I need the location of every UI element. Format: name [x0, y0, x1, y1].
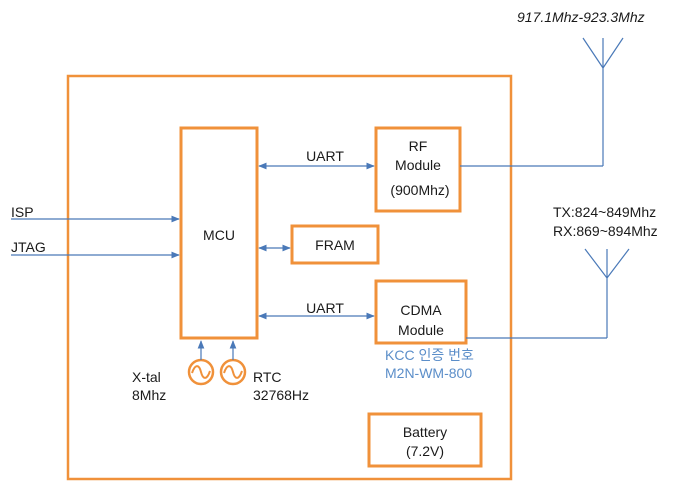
rf-module-line3: (900Mhz) [390, 182, 449, 198]
rf-module-block [374, 126, 462, 213]
fram-block [290, 224, 380, 265]
fram-label: FRAM [315, 237, 355, 253]
rtc-oscillator-icon [219, 340, 247, 386]
battery-block [367, 412, 483, 468]
rf-module-line1: RF [409, 138, 428, 154]
jtag-label: JTAG [11, 239, 46, 255]
cdma-module-line2: Module [398, 322, 444, 338]
uart-label-cdma: UART [306, 300, 344, 316]
isp-label: ISP [11, 204, 34, 220]
kcc-cert-label: KCC 인증 번호 [385, 347, 474, 363]
uart-label-rf: UART [306, 148, 344, 164]
battery-label: Battery [403, 424, 447, 440]
kcc-cert-number: M2N-WM-800 [385, 365, 472, 381]
rf-antenna-icon [582, 37, 624, 166]
rtc-frequency: 32768Hz [253, 387, 309, 403]
rf-module-line2: Module [395, 157, 441, 173]
cdma-antenna-icon [584, 248, 630, 338]
mcu-block [179, 126, 259, 340]
cdma-module-block [374, 279, 468, 345]
tx-band-label: TX:824~849Mhz [553, 204, 656, 220]
xtal-oscillator-icon [187, 340, 215, 386]
rf-frequency-label: 917.1Mhz-923.3Mhz [517, 9, 645, 25]
xtal-frequency: 8Mhz [132, 387, 166, 403]
battery-voltage: (7.2V) [406, 443, 444, 459]
rtc-label: RTC [253, 369, 282, 385]
rx-band-label: RX:869~894Mhz [553, 223, 658, 239]
xtal-label: X-tal [132, 369, 161, 385]
board-outline [66, 74, 513, 481]
mcu-label: MCU [203, 227, 235, 243]
cdma-module-line1: CDMA [400, 302, 442, 318]
